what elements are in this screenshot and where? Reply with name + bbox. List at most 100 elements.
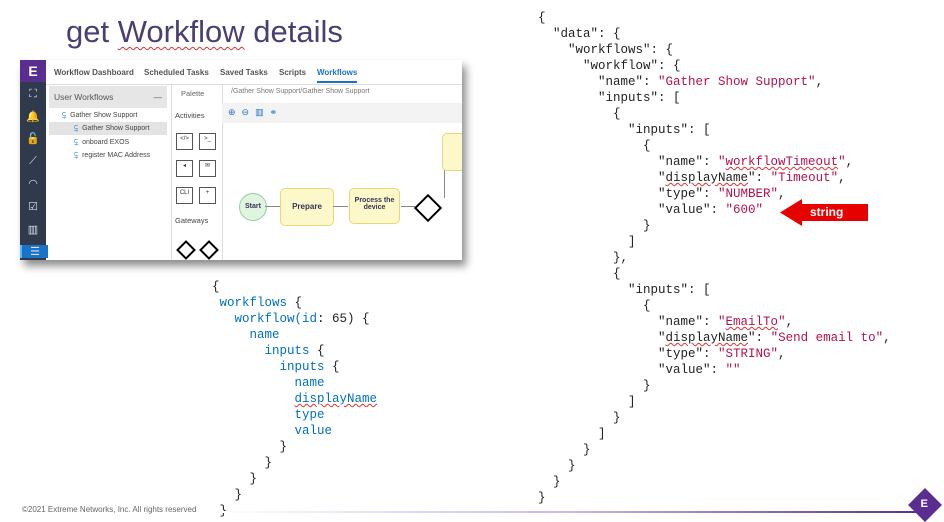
- footer-divider: [220, 511, 920, 513]
- tab-saved-tasks[interactable]: Saved Tasks: [220, 68, 268, 77]
- code-token: inputs: [212, 344, 318, 358]
- bell-icon[interactable]: 🔔: [26, 111, 40, 123]
- code-token: }: [212, 440, 288, 454]
- app-screenshot: E ⛶ 🔔 🔓 ⟋ ◠ ☑ ▥ ☰ Workflow Dashboard Sch…: [20, 60, 462, 260]
- script-activity-icon[interactable]: </>: [176, 133, 193, 150]
- prepare-node[interactable]: Prepare: [280, 188, 334, 226]
- workflow-icon: ⥹: [74, 139, 79, 146]
- slide-title: get Workflow details: [66, 14, 343, 49]
- add-activity-icon[interactable]: +: [199, 187, 216, 204]
- code-line: }: [212, 471, 377, 487]
- wifi-icon[interactable]: ◠: [28, 178, 38, 190]
- code-token: "value":: [538, 203, 726, 217]
- tab-scheduled-tasks[interactable]: Scheduled Tasks: [144, 68, 209, 77]
- code-line: "type": "STRING",: [538, 346, 891, 362]
- tasks-icon[interactable]: ☰: [20, 245, 48, 258]
- code-line: {: [538, 298, 891, 314]
- bar-chart-icon[interactable]: ▥: [27, 224, 39, 236]
- code-token: ,: [883, 331, 891, 345]
- code-token: }: [538, 443, 591, 457]
- code-line: }: [538, 474, 891, 490]
- code-token: "": [725, 363, 741, 377]
- code-line: }: [538, 490, 891, 506]
- code-token: name: [212, 376, 325, 390]
- code-token: id: [302, 312, 318, 326]
- code-token: {: [317, 344, 325, 358]
- code-token: }: [538, 379, 651, 393]
- process-node[interactable]: Process the device: [349, 188, 400, 224]
- code-line: workflow(id: 65) {: [212, 311, 377, 327]
- flow-arrow: [265, 206, 280, 207]
- email-node[interactable]: [442, 133, 462, 171]
- exclusive-gateway-icon[interactable]: [176, 240, 196, 260]
- code-token: ": [538, 331, 666, 345]
- code-line: ]: [538, 394, 891, 410]
- parallel-gateway-icon[interactable]: [199, 240, 219, 260]
- code-token: "data": {: [538, 27, 621, 41]
- code-token: ]: [538, 427, 606, 441]
- lock-icon[interactable]: 🔓: [26, 133, 40, 145]
- code-token: }: [212, 488, 243, 502]
- collapse-icon[interactable]: —: [153, 92, 163, 102]
- code-line: }: [538, 410, 891, 426]
- workflow-icon: ⥹: [62, 112, 67, 119]
- code-line: "displayName": "Send email to",: [538, 330, 891, 346]
- code-token: "NUMBER": [718, 187, 779, 201]
- code-token: ": [718, 315, 726, 329]
- code-token: }: [212, 456, 273, 470]
- code-line: {: [538, 106, 891, 122]
- tree-item[interactable]: ⥹Gather Show Support: [62, 112, 138, 119]
- code-token: }: [538, 459, 576, 473]
- code-line: }: [212, 487, 377, 503]
- code-token: ": [718, 155, 726, 169]
- code-token: "workflows": {: [538, 43, 674, 57]
- code-line: {: [212, 279, 377, 295]
- code-token: "name":: [538, 155, 719, 169]
- start-node[interactable]: Start: [239, 193, 267, 221]
- code-token: "type":: [538, 187, 719, 201]
- activities-label: Activities: [175, 111, 205, 120]
- code-token: value: [212, 424, 333, 438]
- code-token: ,: [845, 155, 854, 169]
- tab-scripts[interactable]: Scripts: [279, 68, 307, 77]
- code-token: ,: [778, 187, 786, 201]
- code-token: {: [538, 11, 546, 25]
- code-token: workflowTimeout: [725, 155, 839, 169]
- code-line: }: [212, 455, 377, 471]
- code-line: "name": "workflowTimeout",: [538, 154, 891, 170]
- code-token: ]: [538, 235, 636, 249]
- tab-workflow-dashboard[interactable]: Workflow Dashboard: [54, 68, 134, 77]
- code-line: {: [538, 266, 891, 282]
- flow-arrow: [333, 206, 348, 207]
- email-activity-icon[interactable]: ✉: [199, 160, 216, 177]
- checkbox-icon[interactable]: ☑: [28, 201, 38, 213]
- code-line: inputs {: [212, 343, 377, 359]
- code-line: type: [212, 407, 377, 423]
- code-line: "inputs": [: [538, 90, 891, 106]
- breadcrumb: /Gather Show Support/Gather Show Support: [231, 88, 370, 95]
- canvas-toolbar[interactable]: ⊕⊖▥⚭: [222, 103, 462, 123]
- code-line: "type": "NUMBER",: [538, 186, 891, 202]
- cli-activity-icon[interactable]: >_: [199, 133, 216, 150]
- code-line: value: [212, 423, 377, 439]
- code-token: "inputs": [: [538, 91, 681, 105]
- chart-line-icon[interactable]: ⟋: [29, 155, 37, 167]
- code-line: "displayName": "Timeout",: [538, 170, 891, 186]
- pin-activity-icon[interactable]: ◂: [176, 160, 193, 177]
- code-token: ,: [815, 75, 824, 89]
- code-line: "inputs": [: [538, 122, 891, 138]
- tree-item[interactable]: ⥹onboard EXOS: [74, 139, 130, 146]
- user-workflows-header[interactable]: User Workflows—: [49, 86, 167, 108]
- tree-item[interactable]: ⥹register MAC Address: [74, 152, 151, 159]
- extreme-logo: E: [20, 60, 46, 82]
- cli-box-activity-icon[interactable]: CLI: [176, 187, 193, 204]
- tree-item-selected[interactable]: ⥹Gather Show Support: [49, 122, 167, 135]
- code-line: inputs {: [212, 359, 377, 375]
- code-token: {: [538, 107, 621, 121]
- gateway-node[interactable]: [413, 193, 443, 223]
- code-token: }: [538, 411, 621, 425]
- tab-workflows[interactable]: Workflows: [317, 68, 358, 83]
- topology-icon[interactable]: ⛶: [29, 88, 37, 100]
- flow-arrow: [401, 206, 415, 207]
- code-token: {: [538, 267, 621, 281]
